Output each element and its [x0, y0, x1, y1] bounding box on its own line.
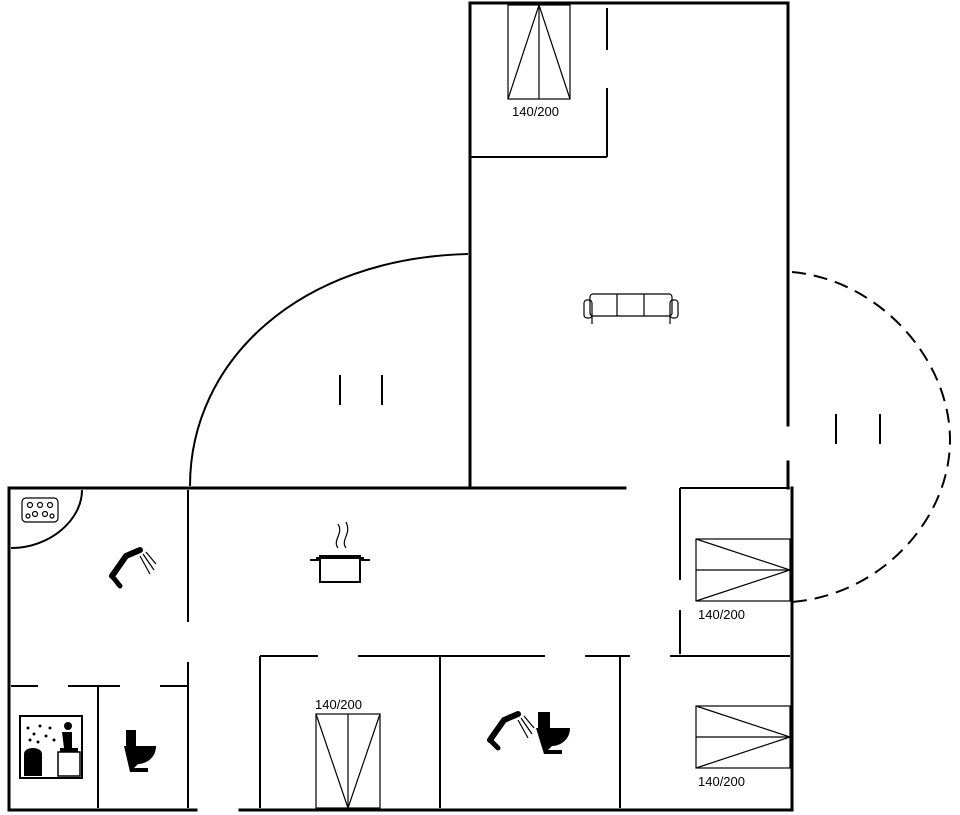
bed-top: 140/200: [507, 3, 571, 119]
bed-size-label: 140/200: [698, 774, 745, 789]
shower-icon: [109, 547, 157, 589]
toilet-icon: [536, 712, 570, 754]
shower-icon: [487, 711, 535, 751]
bed-size-label: 140/200: [512, 104, 559, 119]
bed-right-upper: 140/200: [695, 538, 792, 622]
bed-size-label: 140/200: [698, 607, 745, 622]
bed-size-label: 140/200: [315, 697, 362, 712]
terrace-left: [189, 253, 469, 487]
bed-bottom: 140/200: [315, 697, 381, 810]
terrace-right: [791, 271, 952, 603]
sauna-icon: [19, 715, 83, 779]
toilet-icon: [124, 730, 156, 772]
interior-walls: [11, 8, 790, 808]
bed-right-lower: 140/200: [695, 705, 792, 789]
sofa-icon: [583, 293, 679, 324]
whirlpool-icon: [10, 489, 83, 549]
outer-walls: [7, 1, 794, 812]
cooking-pot-icon: [310, 521, 370, 583]
